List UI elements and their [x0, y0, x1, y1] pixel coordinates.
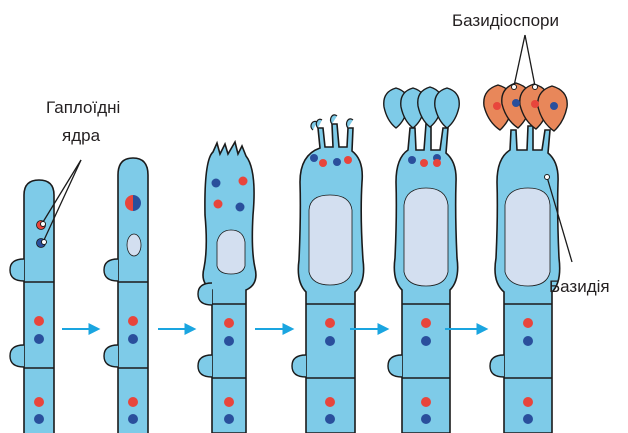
label-haploid-nuclei-line1: Гаплоїдні: [46, 98, 120, 117]
stage-4-sterigmata: [292, 115, 364, 433]
label-haploid-nuclei-line2: ядра: [62, 126, 101, 145]
leader-spore-2: [525, 35, 535, 86]
leader-spore-1: [514, 35, 525, 86]
label-basidiospores: Базидіоспори: [452, 11, 559, 30]
stage-3-meiosis: [198, 142, 256, 433]
stage-5-spore-formation: [384, 87, 460, 433]
stage-2-fusion: [104, 158, 148, 433]
stage-6-mature-basidium: [484, 83, 567, 433]
label-basidium: Базидія: [549, 277, 610, 296]
stage-1-hypha: [10, 180, 54, 433]
